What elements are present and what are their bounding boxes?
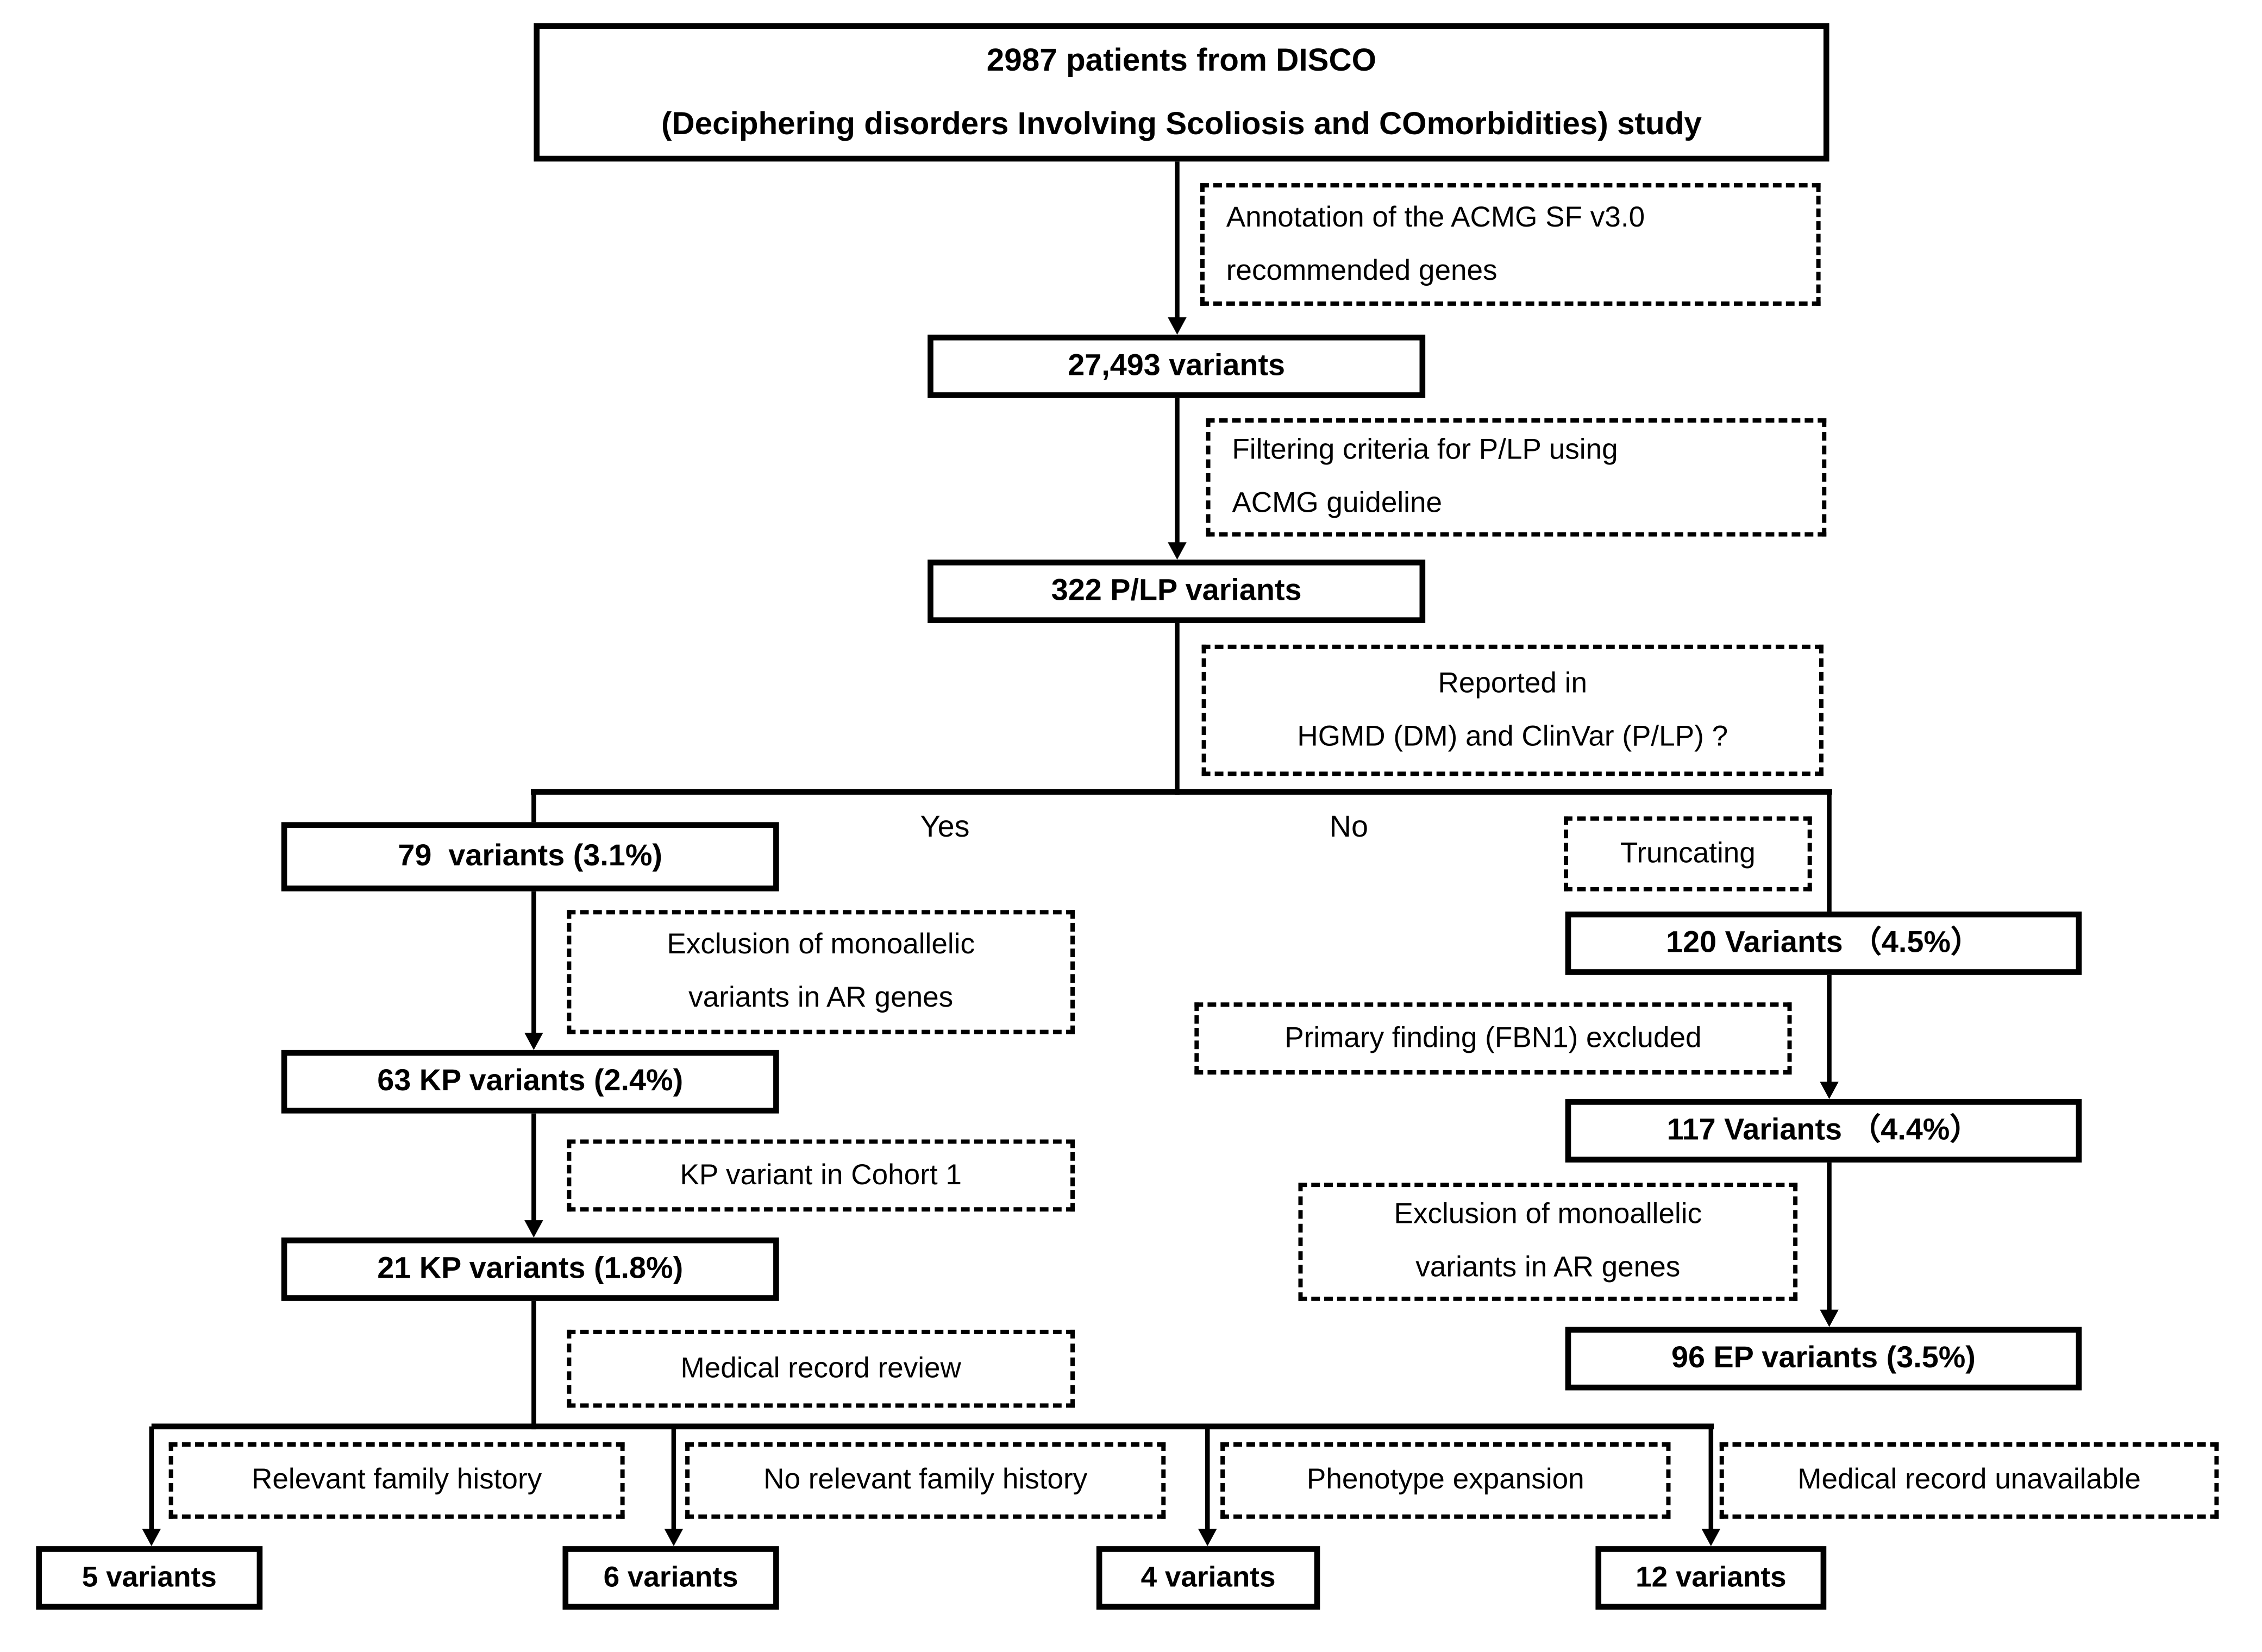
arrow-117-to-96	[1820, 1162, 1839, 1327]
box-79-variants: 79 variants (3.1%)	[281, 822, 779, 891]
branch-label-yes: Yes	[920, 811, 970, 844]
box-disco-study: 2987 patients from DISCO (Deciphering di…	[534, 23, 1829, 162]
arrow-to-5-variants	[142, 1426, 161, 1547]
note-kp-variant-cohort1-label: KP variant in Cohort 1	[680, 1159, 962, 1191]
note-reported-line2: HGMD (DM) and ClinVar (P/LP) ?	[1297, 720, 1728, 752]
box-322-plp-variants: 322 P/LP variants	[928, 560, 1426, 623]
box-disco-study-line1: 2987 patients from DISCO	[986, 41, 1377, 78]
note-filtering-criteria-line2: ACMG guideline	[1232, 487, 1443, 519]
box-96-ep-variants: 96 EP variants (3.5%)	[1565, 1327, 2082, 1391]
arrow-63-to-21	[524, 1113, 543, 1238]
arrow-120-to-117	[1820, 975, 1839, 1100]
note-phenotype-expansion: Phenotype expansion	[1220, 1442, 1671, 1519]
note-medical-record-unavailable-label: Medical record unavailable	[1797, 1463, 2141, 1496]
box-120-variants-label: 120 Variants （4.5%）	[1666, 926, 1981, 960]
note-phenotype-expansion-label: Phenotype expansion	[1306, 1463, 1584, 1496]
box-96-ep-variants-label: 96 EP variants (3.5%)	[1671, 1342, 1976, 1375]
box-63-kp-variants: 63 KP variants (2.4%)	[281, 1050, 779, 1114]
note-exclusion-right-line2: variants in AR genes	[1415, 1252, 1681, 1284]
note-exclusion-left-line1: Exclusion of monoallelic	[667, 928, 975, 961]
arrow-to-6-variants	[664, 1426, 684, 1547]
note-no-relevant-family-history: No relevant family history	[685, 1442, 1166, 1519]
box-4-variants-label: 4 variants	[1141, 1562, 1276, 1594]
box-27493-variants-label: 27,493 variants	[1068, 349, 1286, 383]
box-12-variants-label: 12 variants	[1636, 1562, 1787, 1594]
box-5-variants-label: 5 variants	[82, 1562, 217, 1594]
note-truncating-label: Truncating	[1620, 837, 1756, 869]
box-27493-variants: 27,493 variants	[928, 334, 1426, 398]
box-117-variants-label: 117 Variants （4.4%）	[1666, 1114, 1981, 1147]
note-annotation-acmg: Annotation of the ACMG SF v3.0 recommend…	[1200, 183, 1821, 306]
note-medical-record-review-label: Medical record review	[680, 1352, 961, 1384]
box-63-kp-variants-label: 63 KP variants (2.4%)	[377, 1065, 684, 1098]
note-primary-finding-excluded: Primary finding (FBN1) excluded	[1194, 1002, 1792, 1075]
note-exclusion-left-line2: variants in AR genes	[688, 982, 954, 1014]
note-no-relevant-family-history-label: No relevant family history	[763, 1463, 1088, 1496]
note-truncating: Truncating	[1564, 816, 1812, 891]
box-4-variants: 4 variants	[1096, 1546, 1320, 1610]
note-exclusion-right-line1: Exclusion of monoallelic	[1394, 1198, 1702, 1230]
note-exclusion-monoallelic-left: Exclusion of monoallelic variants in AR …	[567, 910, 1075, 1034]
box-21-kp-variants: 21 KP variants (1.8%)	[281, 1237, 779, 1301]
branch-label-no: No	[1329, 811, 1369, 844]
box-322-plp-variants-label: 322 P/LP variants	[1051, 574, 1302, 608]
arrow-to-4-variants	[1198, 1426, 1217, 1547]
note-primary-finding-label: Primary finding (FBN1) excluded	[1284, 1022, 1702, 1054]
note-kp-variant-cohort1: KP variant in Cohort 1	[567, 1139, 1075, 1212]
arrow-to-12-variants	[1701, 1423, 1721, 1547]
box-79-variants-label: 79 variants (3.1%)	[398, 840, 662, 874]
note-annotation-acmg-line2: recommended genes	[1226, 254, 1497, 287]
note-medical-record-unavailable: Medical record unavailable	[1719, 1442, 2219, 1519]
box-6-variants-label: 6 variants	[603, 1562, 738, 1594]
box-117-variants: 117 Variants （4.4%）	[1565, 1099, 2082, 1163]
box-21-kp-variants-label: 21 KP variants (1.8%)	[377, 1252, 684, 1286]
note-annotation-acmg-line1: Annotation of the ACMG SF v3.0	[1226, 201, 1645, 233]
note-relevant-family-history: Relevant family history	[168, 1442, 625, 1519]
note-relevant-family-history-label: Relevant family history	[252, 1463, 542, 1496]
note-exclusion-monoallelic-right: Exclusion of monoallelic variants in AR …	[1298, 1183, 1798, 1301]
arrow-top-to-27493	[1168, 161, 1187, 335]
note-filtering-criteria: Filtering criteria for P/LP using ACMG g…	[1206, 418, 1827, 537]
arrow-27493-to-322	[1168, 398, 1187, 560]
box-120-variants: 120 Variants （4.5%）	[1565, 911, 2082, 975]
note-reported-line1: Reported in	[1438, 667, 1588, 699]
box-12-variants: 12 variants	[1595, 1546, 1827, 1610]
note-filtering-criteria-line1: Filtering criteria for P/LP using	[1232, 434, 1618, 466]
note-reported-hgmd-clinvar: Reported in HGMD (DM) and ClinVar (P/LP)…	[1201, 644, 1824, 776]
box-disco-study-line2: (Deciphering disorders Involving Scolios…	[661, 105, 1702, 142]
note-medical-record-review: Medical record review	[567, 1329, 1075, 1408]
arrow-79-to-63	[524, 891, 543, 1050]
box-5-variants: 5 variants	[36, 1546, 263, 1610]
box-6-variants: 6 variants	[562, 1546, 779, 1610]
